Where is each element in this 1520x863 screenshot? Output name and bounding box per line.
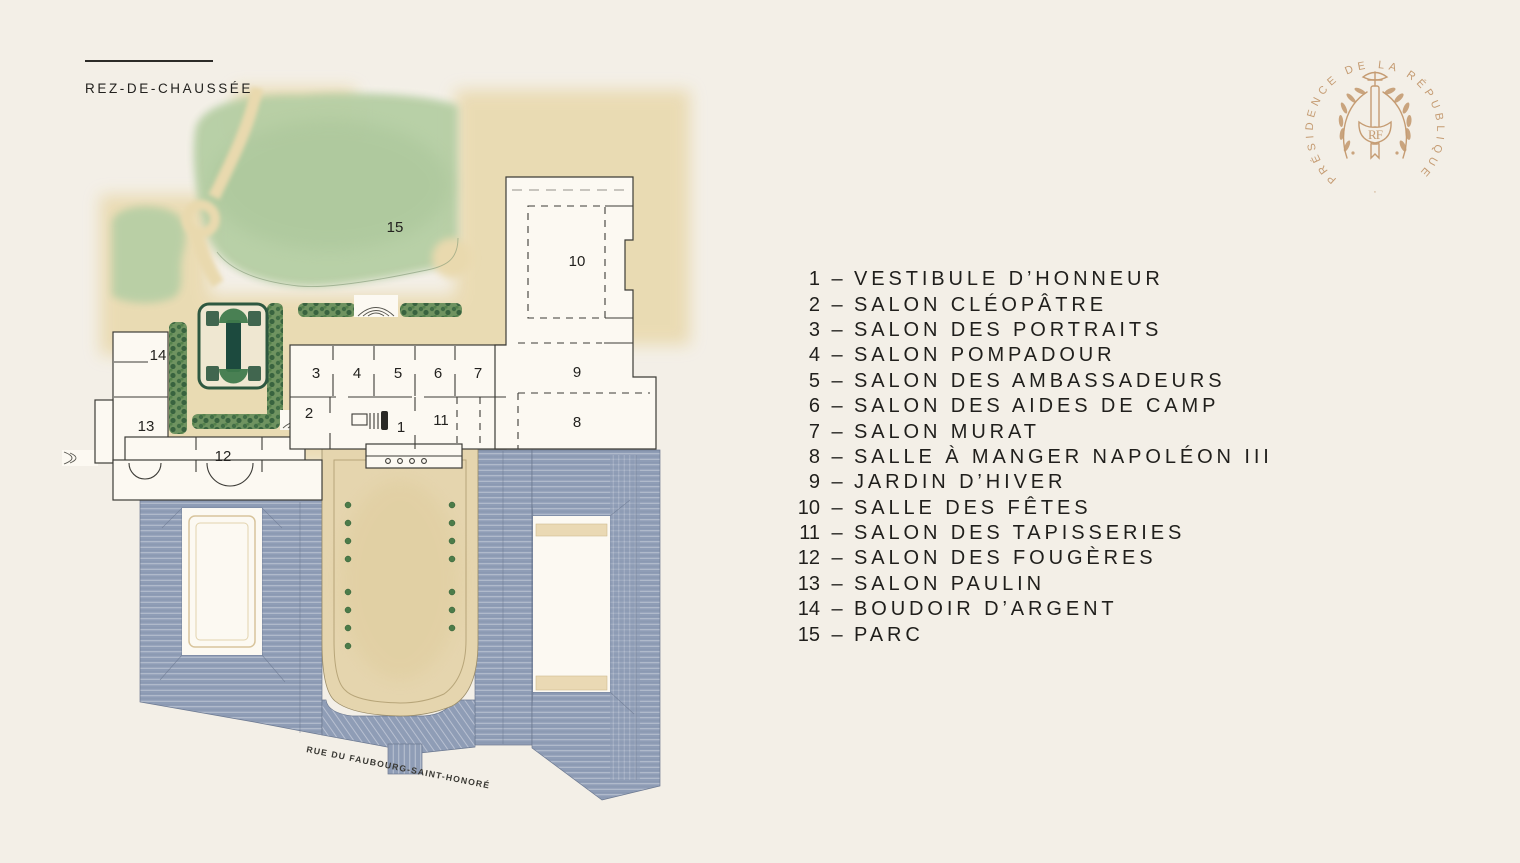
console-furniture-icon [351,413,368,426]
cour-d-honneur [321,447,479,717]
plan-room-number: 1 [397,419,405,436]
plan-room-numbers: 1 2 3 4 5 6 7 8 9 10 11 12 13 14 15 [138,219,586,465]
legend-item: 15–PARC [788,622,1273,647]
plan-room-number: 6 [434,365,442,382]
rf-monogram: RF [1368,127,1383,142]
courtyard-trees [344,501,456,650]
legend-item: 11–SALON DES TAPISSERIES [788,521,1273,546]
legend-item-number: 14 [797,598,820,621]
legend-separator: – [831,547,843,570]
legend-separator: – [831,420,843,443]
legend-item-number: 4 [808,344,820,367]
fasces-emblem [1338,71,1412,160]
legend-separator: – [831,344,843,367]
legend-item-number: 13 [797,572,820,595]
plan-room-number: 7 [474,365,482,382]
title-block: REZ-DE-CHAUSSÉE [85,60,253,96]
legend-item-number: 7 [808,420,820,443]
legend-item-label: SALON DES FOUGÈRES [854,547,1157,570]
park-side-lawn [112,206,186,303]
legend-item-label: PARC [854,623,924,646]
legend-item-label: SALON DES AIDES DE CAMP [854,395,1220,418]
legend-item: 4–SALON POMPADOUR [788,343,1273,368]
page-title: REZ-DE-CHAUSSÉE [85,81,254,96]
legend-separator: – [831,293,843,316]
legend-separator: – [831,268,843,291]
legend-item-number: 1 [808,268,820,291]
legend-item-label: SALON DES AMBASSADEURS [854,369,1226,392]
plan-room-number: 14 [150,347,167,364]
legend-item: 13–SALON PAULIN [788,572,1273,597]
legend-item-number: 10 [797,496,820,519]
service-courtyards [182,508,610,692]
legend-item-number: 6 [808,395,820,418]
legend-separator: – [831,369,843,392]
legend-separator: – [831,395,843,418]
legend-item: 6–SALON DES AIDES DE CAMP [788,394,1273,419]
legend-item: 10–SALLE DES FÊTES [788,496,1273,521]
parterre-garden [197,302,269,390]
dashed-partitions [456,189,650,449]
room-legend: 1–VESTIBULE D’HONNEUR 2–SALON CLÉOPÂTRE … [788,267,1273,648]
plan-room-number: 13 [138,418,155,435]
legend-separator: – [831,598,843,621]
legend-item-number: 3 [808,318,820,341]
plan-room-number: 3 [312,365,320,382]
legend-item-label: JARDIN D’HIVER [854,471,1067,494]
legend-item: 12–SALON DES FOUGÈRES [788,546,1273,571]
park-area [112,86,472,303]
plan-room-number: 8 [573,414,581,431]
legend-item-label: SALON MURAT [854,420,1040,443]
plan-room-number: 15 [387,219,404,236]
legend-item-label: SALON PAULIN [854,572,1045,595]
legend-separator: – [831,623,843,646]
legend-item: 9–JARDIN D’HIVER [788,470,1273,495]
legend-item: 1–VESTIBULE D’HONNEUR [788,267,1273,292]
interior-walls [114,205,633,487]
legend-separator: – [831,318,843,341]
plan-room-number: 9 [573,364,581,381]
legend-item-number: 12 [797,547,820,570]
legend-item-label: SALLE DES FÊTES [854,496,1092,519]
legend-separator: – [831,522,843,545]
legend-item: 14–BOUDOIR D’ARGENT [788,597,1273,622]
roofs [139,449,661,801]
legend-separator: – [831,471,843,494]
plan-room-number: 4 [353,365,361,382]
legend-item-label: SALON DES PORTRAITS [854,318,1163,341]
legend-separator: – [831,445,843,468]
legend-item: 5–SALON DES AMBASSADEURS [788,369,1273,394]
legend-item-label: SALLE À MANGER NAPOLÉON III [854,445,1273,468]
legend-item-label: SALON CLÉOPÂTRE [854,293,1108,316]
legend-item-number: 5 [808,369,820,392]
legend-item-label: BOUDOIR D’ARGENT [854,598,1118,621]
plan-room-number: 2 [305,405,313,422]
legend-item-label: VESTIBULE D’HONNEUR [854,268,1164,291]
legend-item: 8–SALLE À MANGER NAPOLÉON III [788,445,1273,470]
plan-room-number: 10 [569,253,586,270]
legend-item-label: SALON POMPADOUR [854,344,1116,367]
legend-item-label: SALON DES TAPISSERIES [854,522,1186,545]
legend-item-number: 2 [808,293,820,316]
legend-item-number: 8 [808,445,820,468]
legend-item-number: 11 [799,522,820,545]
seal-separator-dot: · [1373,186,1377,198]
legend-separator: – [831,572,843,595]
legend-item-number: 15 [797,623,820,646]
legend-item-number: 9 [808,471,820,494]
legend-item: 3–SALON DES PORTRAITS [788,318,1273,343]
floor-plan: 1 2 3 4 5 6 7 8 9 10 11 12 13 14 15 RUE … [62,86,690,801]
legend-item: 7–SALON MURAT [788,419,1273,444]
plan-room-number: 12 [215,448,232,465]
title-rule [85,60,213,62]
presidential-seal: PRÉSIDENCE DE LA RÉPUBLIQUE · [1304,59,1443,198]
hedges [169,303,462,434]
plan-room-number: 11 [433,412,449,429]
plan-room-number: 5 [394,365,402,382]
legend-separator: – [831,496,843,519]
legend-item: 2–SALON CLÉOPÂTRE [788,292,1273,317]
